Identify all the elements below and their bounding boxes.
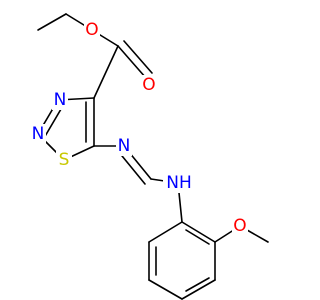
bond-ar-6-1 [148,221,183,243]
bond-ar-4-5 [148,279,183,300]
atom-s1-label: S [59,150,70,170]
atom-n3: N [52,90,68,110]
bond-nimine-ch-2 [117,150,146,185]
atom-n2: N [30,124,46,144]
atom-o-methoxy: O [232,216,248,236]
bond-ccarbonyl-ocarbonyl-1 [117,45,147,79]
atom-o-carbonyl-label: O [142,75,155,95]
atom-n-imine-label: N [118,136,131,156]
bond-ar-3-4 [181,279,216,300]
atom-n2-label: N [32,124,45,144]
bond-ar-inner-2 [185,277,210,292]
atom-s1: S [56,150,72,170]
bonds [37,13,269,300]
atom-n3-label: N [54,90,67,110]
structure-canvas: O O N N S N NH O [30,13,269,300]
atom-o-ester: O [84,20,100,40]
bond-ccarbonyl-c4 [93,45,119,99]
molecule-diagram: O O N N S N NH O [30,13,269,300]
bond-ar-inner-1 [185,229,210,245]
atom-o-methoxy-label: O [233,216,246,236]
bond-ccarbonyl-ocarbonyl-2 [123,40,153,74]
bond-ar-1-2 [181,221,216,243]
atom-o-carbonyl: O [141,75,157,95]
atom-n-imine: N [116,136,132,156]
atom-nh-label: NH [166,173,192,193]
bond-ch3-ch2 [37,13,67,31]
atom-nh: NH [163,173,195,193]
atom-o-ester-label: O [85,20,98,40]
atom-labels: O O N N S N NH O [30,20,248,236]
